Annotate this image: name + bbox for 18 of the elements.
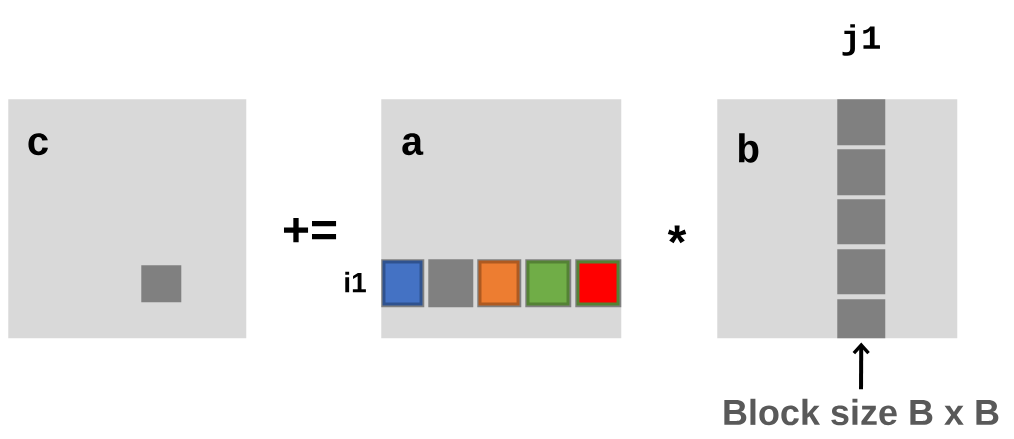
block <box>477 259 522 308</box>
matrix-box: c <box>8 99 247 339</box>
block <box>837 99 886 146</box>
operator-symbol: += <box>284 217 337 243</box>
block <box>837 149 886 196</box>
block <box>381 259 425 308</box>
block <box>141 265 182 303</box>
block <box>837 249 886 295</box>
operator-symbol: * <box>667 225 687 244</box>
j1-label: j1 <box>842 24 880 56</box>
block <box>428 259 474 308</box>
block <box>837 199 886 245</box>
arrow <box>852 342 870 390</box>
block <box>525 259 572 308</box>
block <box>575 259 622 308</box>
caption-text: Block size B x B <box>724 398 999 426</box>
block <box>837 299 886 339</box>
i1-label: i1 <box>345 271 366 293</box>
